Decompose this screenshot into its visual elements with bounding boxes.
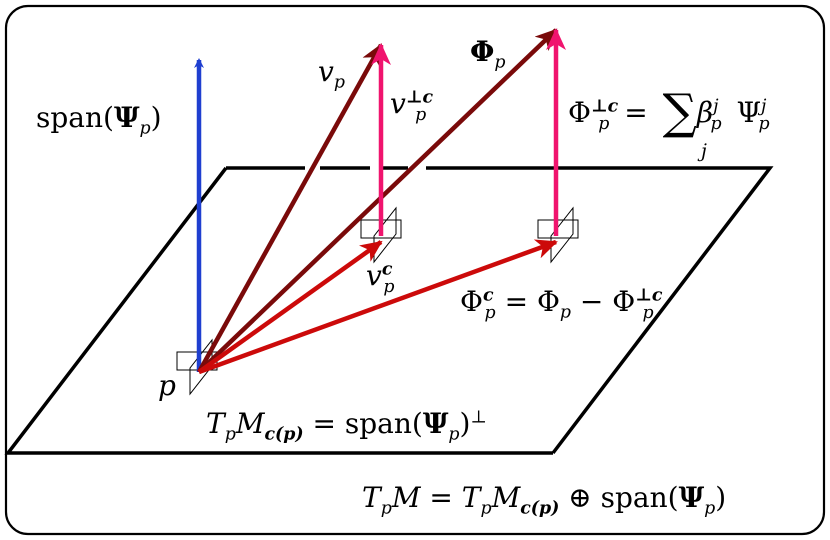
- v-symbol: v: [390, 87, 406, 120]
- phi-perp-equation: Φ⊥cp = ∑βjp Ψjp: [568, 88, 770, 136]
- v-symbol: v: [366, 259, 382, 292]
- m-symbol: M: [391, 481, 421, 514]
- subscript: p: [642, 302, 654, 323]
- v-p-c-vector: [197, 240, 383, 374]
- phi-symbol: Φ: [470, 35, 495, 68]
- span-psi-label: span(Ψp): [36, 101, 162, 138]
- phi-p-label: Φp: [470, 35, 506, 72]
- phi-symbol: Φ: [460, 285, 483, 318]
- superscript: c: [482, 285, 494, 306]
- v-p-c-label: vcp: [366, 259, 395, 295]
- phi-symbol: Φ: [568, 96, 591, 129]
- sum-symbol: ∑: [662, 84, 697, 140]
- sum-index: j: [701, 140, 707, 162]
- psi-symbol: Ψ: [422, 407, 449, 440]
- equals: =: [624, 96, 648, 129]
- v-p-perp-label: v⊥cp: [390, 87, 433, 123]
- outer-frame: [4, 4, 826, 536]
- tangent-plane: [4, 166, 774, 455]
- subscript: p: [383, 276, 395, 297]
- v-p-label: vp: [318, 55, 345, 92]
- v-symbol: v: [318, 55, 334, 88]
- superscript: c: [381, 259, 393, 280]
- oplus-span: ⊕ span(: [559, 481, 679, 514]
- subscript: p: [710, 113, 722, 134]
- point-p-label: p: [158, 369, 176, 402]
- span-text: = span(: [303, 407, 423, 440]
- psi-symbol: Ψ: [736, 96, 762, 129]
- phi-p-vector: [197, 28, 558, 374]
- superscript: ⊥c: [635, 285, 663, 306]
- subscript: c(p): [520, 498, 560, 519]
- subscript: p: [559, 302, 572, 323]
- decomposition-equation: TpM = TpMc(p) ⊕ span(Ψp): [362, 481, 727, 519]
- superscript: j: [713, 96, 719, 117]
- psi-symbol: Ψ: [678, 481, 705, 514]
- paren: ): [150, 101, 162, 134]
- t-symbol: T: [362, 481, 381, 514]
- subscript: p: [139, 118, 151, 139]
- minus-phi: − Φ: [571, 285, 636, 318]
- phi-c-equation: Φcp = Φp − Φ⊥cp: [460, 285, 662, 321]
- subscript: c(p): [264, 424, 304, 445]
- subscript: p: [494, 52, 506, 73]
- superscript: j: [761, 96, 767, 117]
- superscript: ⊥c: [405, 87, 434, 108]
- v-p-vector: [197, 43, 383, 374]
- subscript: p: [415, 104, 427, 125]
- beta-symbol: β: [696, 96, 714, 129]
- subscript: p: [758, 113, 770, 134]
- phi-p-c-vector: [198, 239, 558, 375]
- subscript: p: [484, 302, 496, 323]
- equals: =: [420, 481, 462, 514]
- psi-symbol: Ψ: [113, 101, 140, 134]
- span-text: span(: [36, 101, 114, 134]
- rhs-phi: = Φ: [504, 285, 560, 318]
- tangent-space-equation: TpMc(p) = span(Ψp)⊥: [206, 407, 487, 445]
- perp-superscript: ⊥: [470, 407, 487, 428]
- t-symbol: T: [206, 407, 225, 440]
- subscript: p: [598, 113, 610, 134]
- subscript: p: [333, 72, 345, 93]
- m-symbol: M: [235, 407, 265, 440]
